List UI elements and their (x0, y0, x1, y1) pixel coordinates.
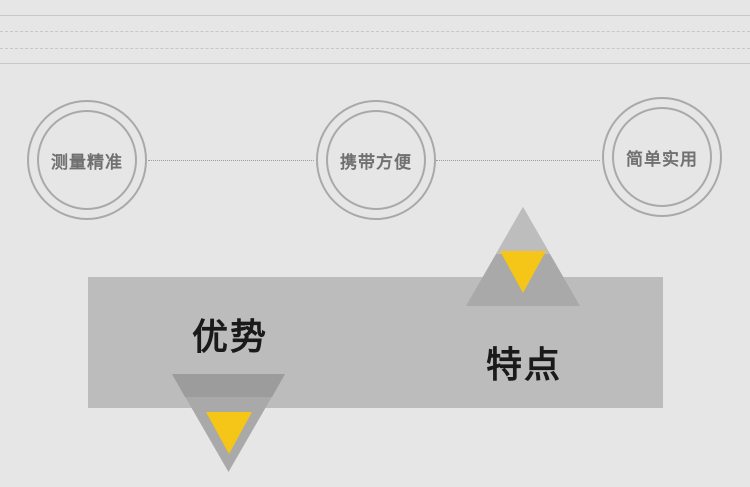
feature-circle-simple: 简单实用 (602, 97, 722, 217)
top-divider-dashed (0, 31, 750, 32)
connector-line-1 (148, 160, 314, 161)
feature-label: 携带方便 (340, 152, 412, 173)
triangle-up-decoration (466, 207, 580, 306)
triangle-down-decoration (172, 374, 285, 472)
feature-circle-inner: 简单实用 (612, 107, 712, 207)
feature-circle-inner: 携带方便 (326, 110, 426, 210)
feature-circle-accurate: 测量精准 (27, 100, 147, 220)
top-divider-solid (0, 15, 750, 16)
top-divider-solid-2 (0, 63, 750, 64)
triangle-down-top-shade (172, 374, 285, 397)
triangle-up-top-shade (496, 207, 550, 254)
top-divider-dashed-2 (0, 48, 750, 49)
feature-label: 测量精准 (51, 152, 123, 173)
feature-circle-inner: 测量精准 (37, 110, 137, 210)
feature-label: 简单实用 (626, 149, 698, 170)
yellow-arrow-down-icon (500, 251, 546, 293)
yellow-arrow-down-icon (206, 412, 252, 454)
connector-line-2 (436, 160, 600, 161)
banner-title-feature: 特点 (486, 345, 563, 386)
feature-circle-portable: 携带方便 (316, 100, 436, 220)
banner-title-advantage: 优势 (192, 317, 269, 358)
